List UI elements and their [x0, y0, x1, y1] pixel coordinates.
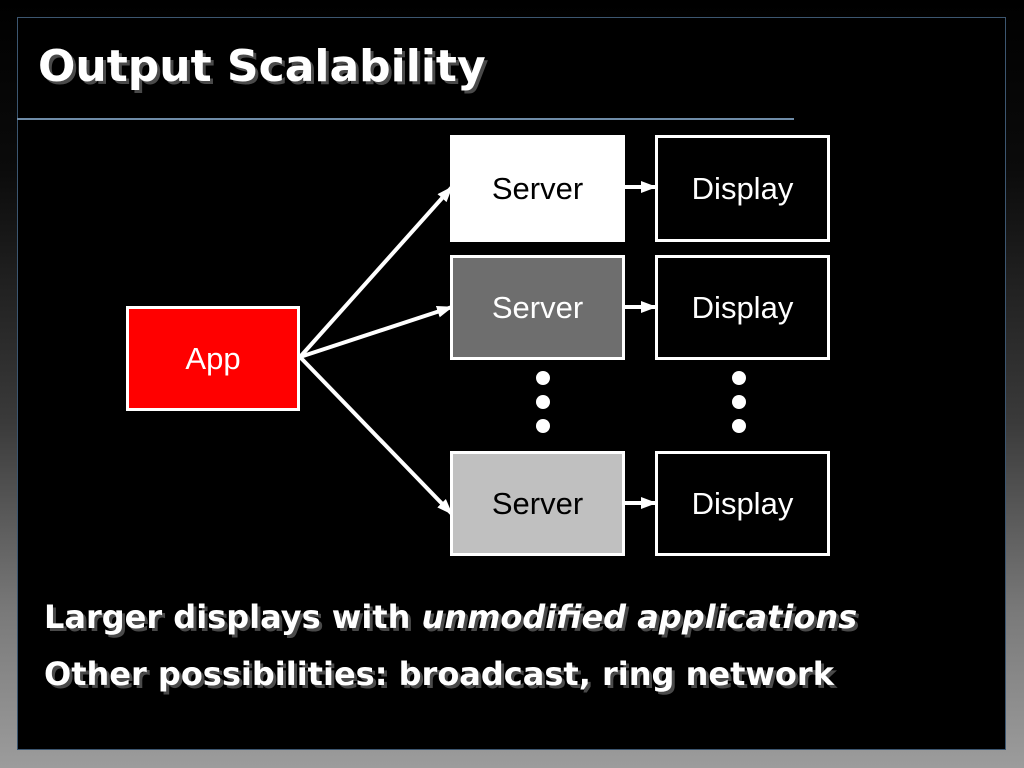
ellipsis-servers	[536, 371, 550, 435]
ellipsis-dot	[732, 395, 746, 409]
ellipsis-dot	[732, 371, 746, 385]
bullet-item: Other possibilities: broadcast, ring net…	[44, 651, 857, 708]
ellipsis-dot	[536, 371, 550, 385]
bullet-list: Larger displays with unmodified applicat…	[44, 594, 857, 708]
ellipsis-displays	[732, 371, 746, 435]
display-box: Display	[655, 135, 830, 242]
server-box: Server	[450, 135, 625, 242]
server-box-label: Server	[491, 485, 584, 521]
bullet-text: Other possibilities: broadcast, ring net…	[44, 655, 834, 693]
display-box-label: Display	[691, 289, 794, 325]
server-box-label: Server	[491, 170, 584, 206]
arrow-app-to-server-1	[298, 185, 454, 359]
arrow-app-to-server-3	[298, 355, 454, 516]
bullet-item: Larger displays with unmodified applicat…	[44, 594, 857, 651]
bullet-text: Larger displays with	[44, 598, 422, 636]
display-box: Display	[655, 255, 830, 360]
arrow-app-to-server-2	[299, 305, 453, 359]
ellipsis-dot	[536, 395, 550, 409]
server-box-label: Server	[491, 289, 584, 325]
display-box-label: Display	[691, 485, 794, 521]
slide-title: Output Scalability	[38, 41, 486, 92]
app-box: App	[126, 306, 300, 411]
bullet-emphasis: unmodified applications	[421, 598, 858, 636]
display-box: Display	[655, 451, 830, 556]
ellipsis-dot	[732, 419, 746, 433]
server-box: Server	[450, 255, 625, 360]
title-rule	[17, 118, 794, 120]
display-box-label: Display	[691, 170, 794, 206]
app-box-label: App	[185, 340, 241, 376]
server-box: Server	[450, 451, 625, 556]
ellipsis-dot	[536, 419, 550, 433]
